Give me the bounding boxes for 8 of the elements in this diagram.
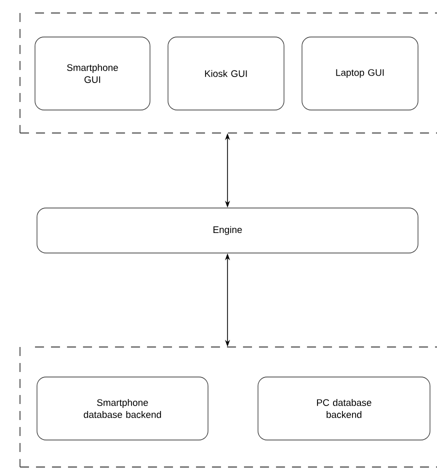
dashed-layer-region — [20, 12, 437, 134]
process-box: Smartphone GUI — [34, 36, 150, 110]
process-box: Engine — [36, 208, 418, 254]
dashed-layer-region — [20, 346, 437, 468]
process-box: Kiosk GUI — [168, 36, 284, 110]
process-box: PC database backend — [258, 376, 430, 440]
process-box: Smartphone database backend — [36, 376, 208, 440]
process-box: Laptop GUI — [302, 36, 418, 110]
